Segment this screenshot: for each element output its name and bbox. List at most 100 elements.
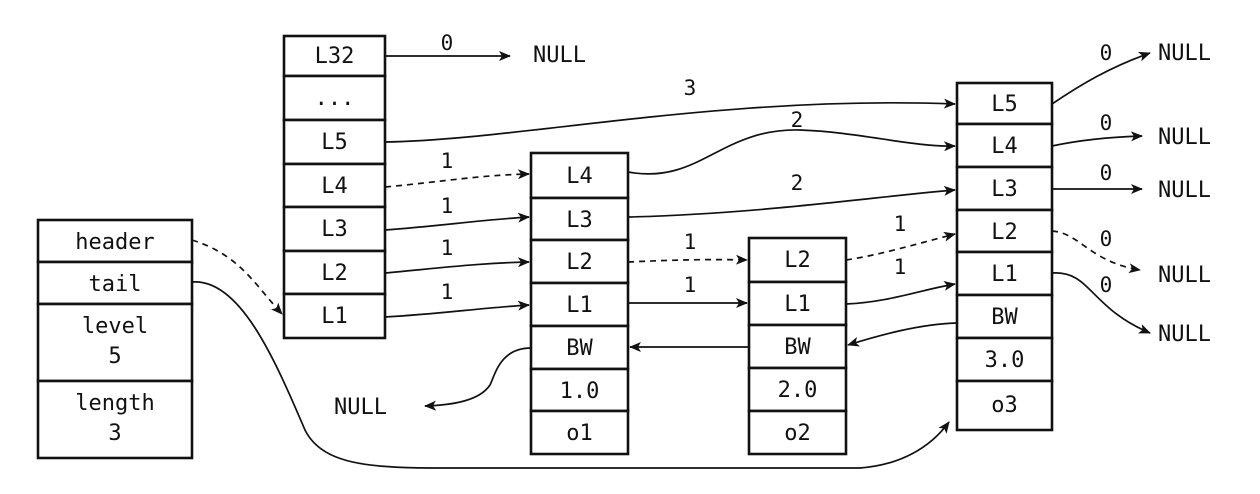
node-o2-cell-score-label: 2.0: [778, 378, 818, 403]
span-label-o2-l2: 1: [894, 212, 907, 236]
o3-l5-arrow: [1051, 51, 1151, 105]
head-node: L32 ... L5 L4 L3 L2 L1: [282, 34, 387, 340]
o1-l3-arrow: [627, 185, 956, 218]
span-label-o1-l2: 1: [684, 230, 697, 254]
span-label-o2-l1: 1: [894, 255, 907, 279]
span-label-o3-l2: 0: [1100, 227, 1113, 251]
node-o3-cell-L3-label: L3: [991, 177, 1018, 202]
head-node-cell-L4-label: L4: [321, 174, 348, 199]
node-o2-cell-obj-label: o2: [784, 421, 811, 446]
node-o1-cell-obj-label: o1: [566, 421, 593, 446]
node-o2-cell-score: [747, 366, 848, 413]
node-o3: L5 L4 L3 L2 L1 BW 3.0 o3: [955, 81, 1054, 432]
span-label-head-l32: 0: [441, 31, 454, 55]
span-labels: 0 3 1 1 1 1 2 2 1 1 1 1 0 0 0 0 0: [441, 31, 1113, 304]
node-o2-cell-L1-label: L1: [784, 292, 811, 317]
span-label-head-l5: 3: [684, 76, 697, 100]
span-label-head-l2: 1: [441, 236, 454, 260]
span-label-o3-l5: 0: [1100, 41, 1113, 65]
node-o1-cell-L2-label: L2: [566, 250, 593, 275]
node-o1-cell-L4-label: L4: [566, 164, 593, 189]
header-pointer-arrow: [191, 239, 283, 315]
head-node-cell-L4: [282, 162, 387, 209]
null-label-head-l32: NULL: [533, 43, 586, 68]
node-o2: L2 L1 BW 2.0 o2: [747, 236, 848, 456]
head-l5-arrow: [384, 98, 956, 143]
head-l2-arrow: [384, 257, 530, 274]
node-o2-cell-L2-label: L2: [784, 248, 811, 273]
o2-l1-arrow: [845, 280, 956, 305]
node-o1-cell-score: [529, 367, 630, 413]
node-o3-cell-L1-label: L1: [991, 262, 1018, 287]
node-o1-cell-obj: [529, 409, 630, 456]
span-label-o3-l3: 0: [1100, 161, 1113, 185]
node-o3-cell-L4-label: L4: [991, 134, 1018, 159]
o1-l4-arrow: [627, 129, 956, 175]
span-label-o3-l1: 0: [1100, 273, 1113, 297]
head-node-cell-L5-label: L5: [321, 130, 348, 155]
o2-l2-arrow: [845, 231, 956, 261]
null-label-o3-l1: NULL: [1158, 322, 1211, 347]
o3-l4-arrow: [1051, 131, 1143, 147]
node-o1-cell-L4: [529, 151, 630, 200]
null-label-o3-l2: NULL: [1158, 263, 1211, 288]
head-node-cell-L3-label: L3: [321, 217, 348, 242]
span-label-o3-l4: 0: [1100, 111, 1113, 135]
node-o3-cell-L5-label: L5: [991, 92, 1018, 117]
edges: [191, 51, 1151, 469]
span-label-o1-l3: 2: [791, 171, 804, 195]
span-label-head-l1: 1: [441, 280, 454, 304]
span-label-o1-l4: 2: [791, 108, 804, 132]
node-o1-cell-score-label: 1.0: [560, 379, 600, 404]
length-field-label: length: [75, 391, 154, 416]
head-node-cell-L1-label: L1: [321, 304, 348, 329]
length-field: [36, 379, 194, 460]
node-o1: L4 L3 L2 L1 BW 1.0 o1: [529, 151, 630, 456]
level-field-label: level: [82, 314, 148, 339]
null-label-o3-l3: NULL: [1158, 178, 1211, 203]
level-field-value: 5: [108, 344, 121, 369]
node-o3-cell-L2: [955, 208, 1054, 254]
head-node-cell-L1: [282, 292, 387, 340]
length-field-value: 3: [108, 421, 121, 446]
null-label-o3-l4: NULL: [1158, 125, 1211, 150]
zskiplist-struct: header tail level 5 length 3: [36, 218, 194, 460]
tail-pointer-arrow: [191, 281, 950, 469]
head-l1-arrow: [384, 300, 530, 318]
node-o3-cell-L2-label: L2: [991, 220, 1018, 245]
node-o1-cell-BW-label: BW: [566, 336, 593, 361]
o3-l1-arrow: [1051, 272, 1151, 334]
null-label-o3-l5: NULL: [1158, 41, 1211, 66]
head-node-cell-ellipsis: [282, 74, 387, 122]
o3-backward-arrow: [847, 322, 958, 347]
head-node-cell-L2: [282, 249, 387, 296]
head-node-cell-ellipsis-label: ...: [315, 86, 355, 111]
o1-backward-arrow: [424, 347, 532, 411]
node-o3-cell-obj-label: o3: [991, 393, 1018, 418]
node-o3-cell-BW: [955, 293, 1054, 340]
node-o3-cell-score: [955, 336, 1054, 383]
head-node-cell-L32-label: L32: [315, 44, 355, 69]
node-o2-cell-L1: [747, 280, 848, 327]
node-o3-cell-obj: [955, 379, 1054, 432]
node-o1-cell-L2: [529, 238, 630, 285]
node-o1-cell-L3-label: L3: [566, 208, 593, 233]
node-o1-cell-L1-label: L1: [566, 293, 593, 318]
node-o3-cell-BW-label: BW: [991, 305, 1018, 330]
span-label-head-l3: 1: [441, 194, 454, 218]
head-l3-arrow: [384, 212, 530, 231]
span-label-o1-l1: 1: [684, 273, 697, 297]
header-field-label: header: [75, 230, 154, 255]
span-label-head-l4: 1: [441, 149, 454, 173]
null-terminators: NULL NULL NULL NULL NULL NULL NULL: [334, 41, 1211, 420]
o1-l2-arrow: [627, 254, 748, 265]
node-o2-cell-L2: [747, 236, 848, 284]
node-o2-cell-BW-label: BW: [784, 335, 811, 360]
tail-field-label: tail: [89, 272, 142, 297]
head-node-cell-L2-label: L2: [321, 261, 348, 286]
head-l4-arrow: [384, 169, 530, 188]
null-label-backward: NULL: [334, 395, 387, 420]
node-o2-cell-obj: [747, 409, 848, 456]
o3-l2-arrow: [1051, 230, 1141, 274]
